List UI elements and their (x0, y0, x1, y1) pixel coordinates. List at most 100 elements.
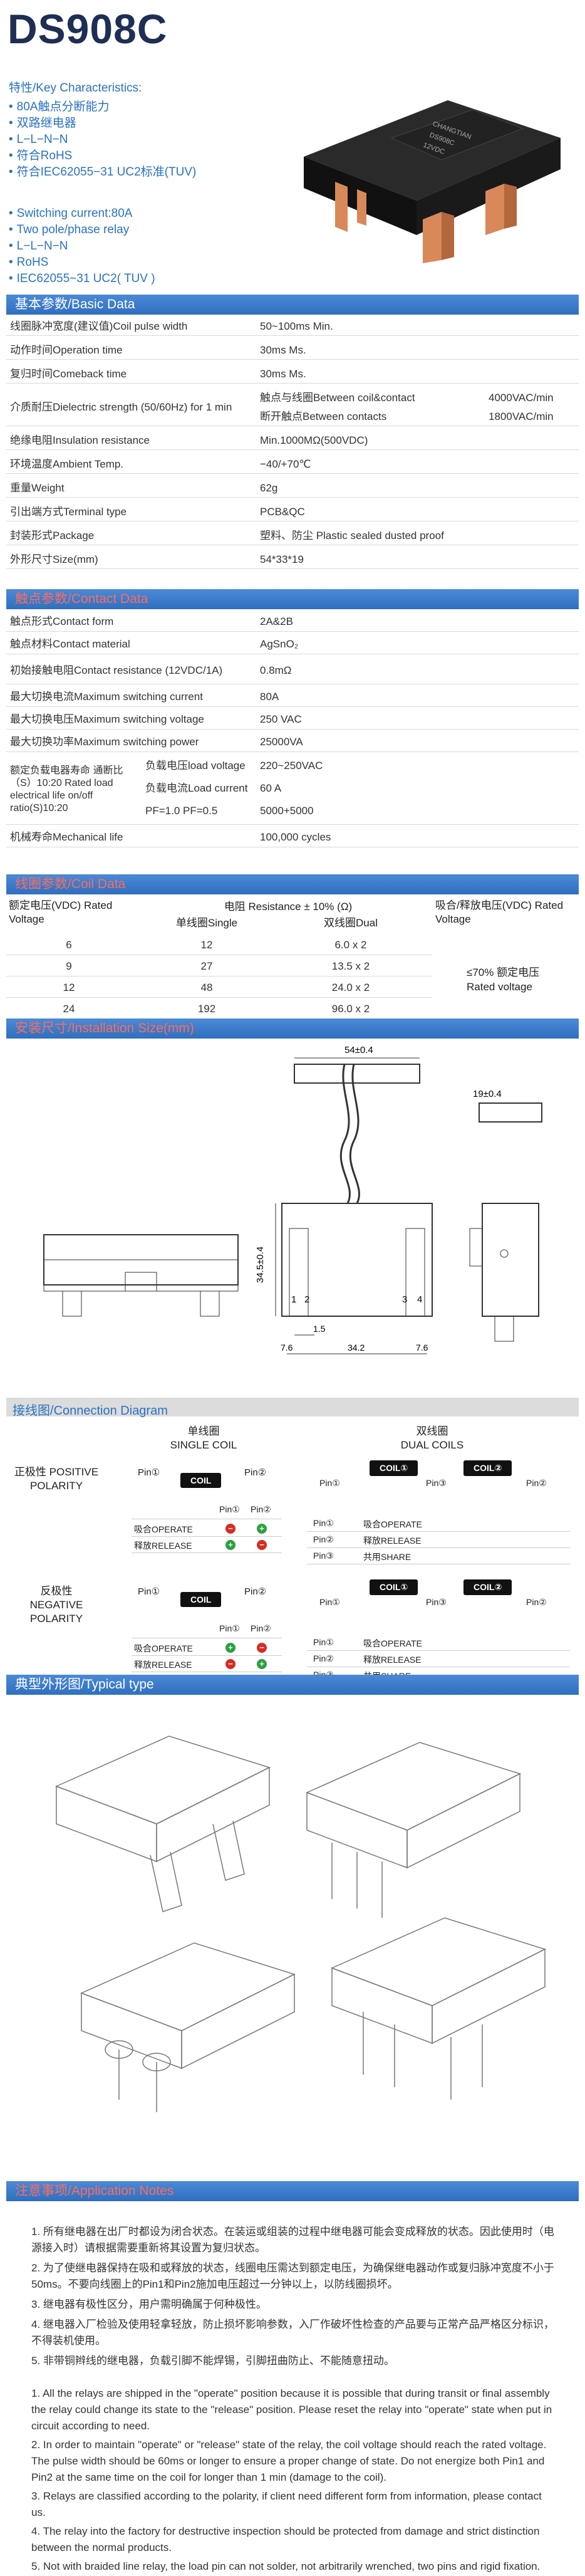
contact-val: 250 VAC (260, 713, 302, 725)
coil-col-pickup: 吸合/释放电压(VDC) Rated Voltage (435, 899, 564, 925)
hdr-pin2: Pin② (251, 1504, 271, 1514)
row-label: 吸合OPERATE (134, 1524, 193, 1534)
notes-heading-en: Application Notes (71, 2184, 174, 2198)
pin2-label: Pin② (244, 1467, 267, 1478)
polarity-label-negative: 反极性 NEGATIVE POLARITY (29, 1585, 83, 1625)
coil-box: COIL (180, 1592, 222, 1607)
dim-height: 34.5±0.4 (255, 1247, 266, 1283)
dim-right: 7.6 (416, 1343, 428, 1353)
dual-pin1: Pin① (319, 1597, 340, 1607)
dual-row-pin: Pin① (313, 1637, 334, 1647)
coil1-box: COIL① (370, 1460, 418, 1476)
dual-pin3: Pin③ (426, 1478, 447, 1488)
basic-sub-key: 触点与线圈Between coil&contact (260, 392, 415, 404)
basic-key: 绝缘电阻Insulation resistance (10, 434, 150, 446)
coil-single: 27 (200, 960, 213, 972)
connection-header: 接线图/Connection Diagram (6, 1398, 579, 1418)
row-label: 吸合OPERATE (134, 1643, 193, 1653)
basic-sub-key: 断开触点Between contacts (260, 411, 387, 422)
basic-data-header: 基本参数/Basic Data (6, 295, 579, 315)
bullet-dot: • (9, 256, 13, 269)
life-key: 负载电压load voltage (145, 760, 246, 772)
dim-depth: 19±0.4 (473, 1089, 502, 1099)
pin1-label: Pin① (138, 1467, 160, 1478)
basic-val: 30ms Ms. (260, 367, 306, 380)
typical-header: 典型外形图/Typical type (6, 1675, 579, 1695)
pin-label-3: 3 (402, 1294, 407, 1305)
dual-row-label: 共用SHARE (363, 1552, 412, 1562)
basic-heading-en: Basic Data (71, 297, 135, 312)
single-row-operate: 吸合OPERATE+− (132, 1640, 282, 1656)
coil-single: 12 (200, 938, 213, 951)
life-val: 220~250VAC (260, 760, 323, 772)
note-cn-item: 1. 所有继电器在出厂时都设为闭合状态。在装运或组装的过程中继电器可能会变成释放… (31, 2226, 554, 2254)
bullet-dot: • (9, 149, 13, 162)
typical-drawings (55, 1736, 546, 2112)
feature-en-item: •L−L−N−N (9, 238, 68, 254)
single-row-release: 释放RELEASE+− (132, 1537, 282, 1553)
dual-pin3: Pin③ (426, 1597, 447, 1607)
bullet-dot: • (9, 223, 13, 236)
note-en-item: 3. Relays are classified according to th… (31, 2490, 542, 2518)
single-row-operate: 吸合OPERATE−+ (132, 1521, 282, 1537)
feature-cn-text: 符合IEC62055−31 UC2标准(TUV) (16, 165, 197, 179)
feature-cn-text: 双路继电器 (16, 117, 76, 130)
feature-cn-text: L−L−N−N (16, 133, 68, 146)
bullet-dot: • (9, 272, 13, 285)
pin-label-2: 2 (304, 1294, 309, 1305)
basic-key: 引出端方式Terminal type (10, 505, 127, 518)
dual-row-pin: Pin② (313, 1534, 334, 1544)
contact-key: 最大切换功率Maximum switching power (10, 735, 199, 748)
coil-voltage: 9 (66, 960, 72, 972)
plus-icon: + (225, 1540, 236, 1550)
coil-dual: 24.0 x 2 (331, 981, 370, 993)
bullet-dot: • (9, 239, 13, 253)
basic-val: PCB&QC (260, 505, 305, 518)
note-cn-item: 4. 继电器入厂检验及使用轻拿轻放，防止损坏影响参数，入厂作破坏性检查的产品要与… (31, 2318, 554, 2347)
basic-key: 动作时间Operation time (10, 343, 123, 356)
install-heading-cn: 安装尺寸/ (15, 1021, 71, 1035)
pin2-label: Pin② (244, 1586, 267, 1597)
coil-single: 48 (200, 981, 213, 993)
feature-cn-item: •双路继电器 (9, 115, 76, 132)
life-val: 5000+5000 (260, 805, 314, 817)
single-table-header: Pin① Pin② (132, 1504, 282, 1519)
note-en-item: 1. All the relays are shipped in the "op… (31, 2387, 552, 2432)
feature-en-item: •Switching current:80A (9, 206, 132, 222)
dual-pin1: Pin① (319, 1478, 340, 1488)
contact-heading-cn: 触点参数/ (15, 592, 71, 606)
basic-row: 环境温度Ambient Temp.−40/+70℃ (6, 455, 579, 474)
hdr-pin1: Pin① (219, 1504, 240, 1514)
basic-key: 环境温度Ambient Temp. (10, 458, 124, 470)
coil-dual: 96.0 x 2 (331, 1002, 370, 1015)
dual-row-label: 释放RELEASE (363, 1536, 422, 1546)
notes-heading-cn: 注意事项/ (15, 2184, 71, 2198)
coil-dual: 6.0 x 2 (334, 938, 367, 951)
note-cn-item: 5. 非带铜辫线的继电器，负载引脚不能焊锡，引脚扭曲防止、不能随意扭动。 (31, 2355, 395, 2367)
basic-row: 复归时间Comeback time 30ms Ms. (6, 365, 579, 384)
note-cn-item: 2. 为了使继电器保持在吸和或释放的状态，线圈电压需达到额定电压，为确保继电器动… (31, 2262, 554, 2290)
plus-icon: + (225, 1643, 236, 1653)
hdr-pin2: Pin② (251, 1623, 271, 1633)
coil-col-resistance: 电阻 Resistance ± 10% (Ω) (224, 901, 353, 913)
life-key: PF=1.0 PF=0.5 (145, 805, 218, 817)
bullet-dot: • (9, 100, 13, 113)
contact-life-row: 额定负载电器寿命 通断比（S）10:20 Rated load electric… (6, 755, 579, 825)
basic-key: 介质耐压Dielectric strength (50/60Hz) for 1 … (10, 401, 232, 413)
dual-row-pin: Pin① (313, 1518, 334, 1528)
install-heading-en: Installation Size(mm) (71, 1021, 194, 1035)
feature-en-text: Two pole/phase relay (16, 223, 130, 236)
product-photo: CHANGTIAN DS908C 12VDC (304, 100, 561, 263)
basic-key: 复归时间Comeback time (10, 367, 127, 380)
basic-key: 线圈脉冲宽度(建议值)Coil pulse width (10, 320, 188, 332)
